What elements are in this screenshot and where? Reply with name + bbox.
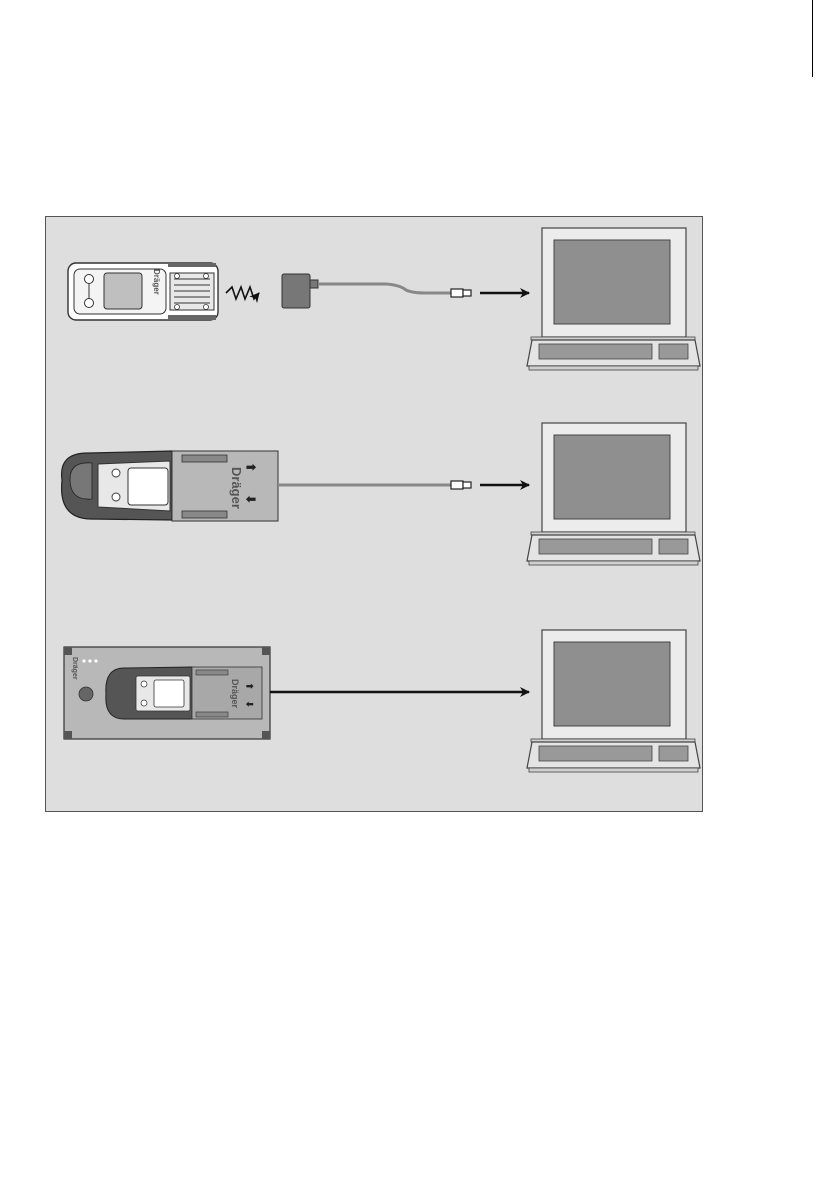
laptop-2 bbox=[527, 423, 700, 565]
cradle-2: ➡ ⬅ bbox=[62, 451, 278, 521]
brand-label-3a: Dräger bbox=[71, 657, 78, 680]
svg-text:⬅: ⬅ bbox=[245, 492, 256, 506]
connection-diagram-panel: Dräger ➡ ⬅ Dräger bbox=[45, 216, 703, 812]
svg-text:⬅: ⬅ bbox=[245, 699, 254, 709]
svg-text:➡: ➡ bbox=[246, 681, 254, 691]
gas-detector-1 bbox=[68, 263, 218, 320]
infrared-signal bbox=[226, 287, 259, 299]
usb-plug-2 bbox=[451, 481, 471, 489]
brand-label-3b: Dräger bbox=[230, 679, 240, 709]
laptop-1 bbox=[527, 228, 700, 370]
usb-plug-1 bbox=[451, 289, 471, 297]
brand-label-2: Dräger bbox=[229, 467, 244, 509]
ir-adapter bbox=[282, 274, 318, 308]
brand-label-1: Dräger bbox=[152, 269, 161, 295]
svg-text:➡: ➡ bbox=[246, 460, 257, 474]
laptop-3 bbox=[527, 630, 700, 772]
page-edge-line bbox=[812, 0, 813, 77]
adapter-cable bbox=[318, 284, 451, 293]
